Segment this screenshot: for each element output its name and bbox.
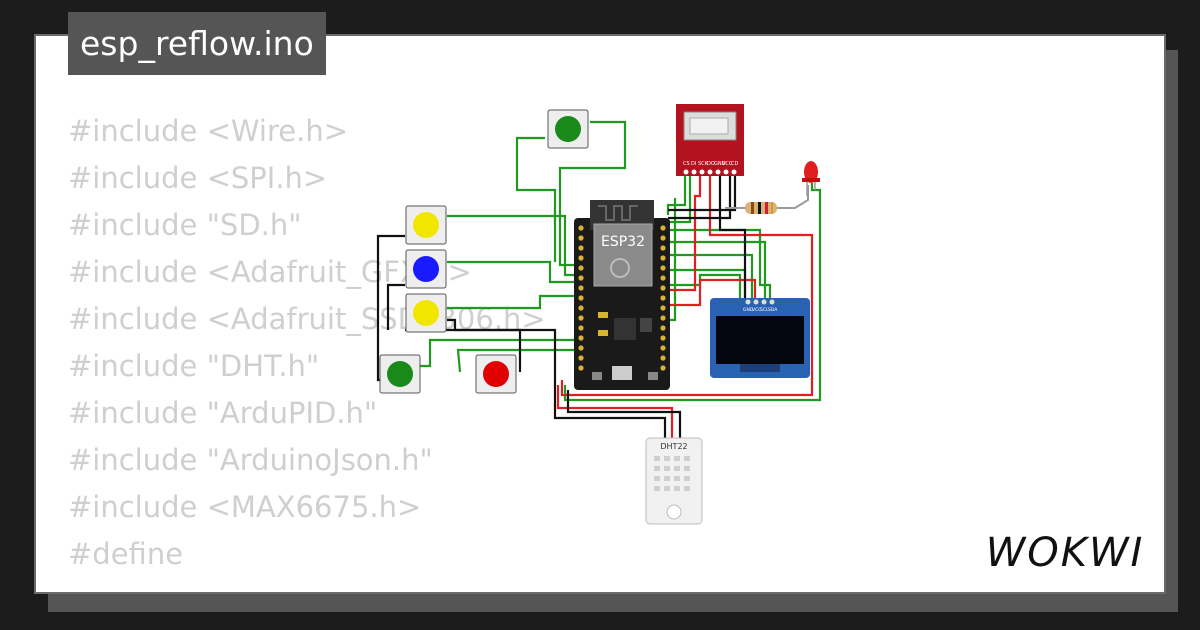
sd-pin-label: CD xyxy=(731,161,738,167)
push-button-green-bottom[interactable] xyxy=(379,354,421,394)
code-line: #include <SPI.h> xyxy=(68,161,328,195)
esp32-board: ESP32 xyxy=(574,200,670,390)
wokwi-logo: WOKWI xyxy=(986,530,1145,576)
oled-pin-label: SCL xyxy=(760,307,769,313)
sd-pin-label: GND xyxy=(714,161,726,167)
project-title: esp_reflow.ino xyxy=(68,12,326,75)
button-cap xyxy=(387,361,413,387)
button-cap xyxy=(483,361,509,387)
code-line: #define xyxy=(68,537,184,571)
push-button-red[interactable] xyxy=(475,354,517,394)
code-line: #include "SD.h" xyxy=(68,208,302,242)
code-line: #include <Wire.h> xyxy=(68,114,349,148)
code-line: #include <MAX6675.h> xyxy=(68,490,422,524)
oled-pin-label: GND xyxy=(743,307,754,313)
button-cap xyxy=(413,256,439,282)
code-preview: #include <Wire.h> #include <SPI.h> #incl… xyxy=(68,108,546,578)
sd-card-module: CS DI SCK DO GND VCC CD xyxy=(676,104,744,176)
wires xyxy=(376,120,822,438)
push-button-yellow-2[interactable] xyxy=(405,293,447,333)
resistor xyxy=(725,185,809,214)
sd-pin-label: DO xyxy=(707,161,715,167)
button-cap xyxy=(555,116,581,142)
oled-pin-label: VCC xyxy=(752,307,761,313)
sd-pin-label: VCC xyxy=(722,161,733,167)
logo-text: WOKWI xyxy=(986,530,1145,576)
sd-pin-label: SCK xyxy=(698,161,709,167)
push-button-blue[interactable] xyxy=(405,249,447,289)
button-cap xyxy=(413,212,439,238)
oled-display: GND VCC SCL SDA xyxy=(710,298,810,378)
led xyxy=(802,161,820,196)
dht22-sensor: DHT22 xyxy=(645,437,703,525)
code-line: #include "DHT.h" xyxy=(68,349,320,383)
code-line: #include "ArduinoJson.h" xyxy=(68,443,433,477)
sd-pin-label: CS xyxy=(683,161,690,167)
push-button-yellow-1[interactable] xyxy=(405,205,447,245)
esp32-label: ESP32 xyxy=(601,234,645,250)
code-line: #include "ArduPID.h" xyxy=(68,396,378,430)
dht-label: DHT22 xyxy=(660,442,687,451)
push-button-green-top[interactable] xyxy=(547,109,589,149)
button-cap xyxy=(413,300,439,326)
oled-pin-label: SDA xyxy=(768,307,778,313)
sd-pin-label: DI xyxy=(691,161,696,167)
